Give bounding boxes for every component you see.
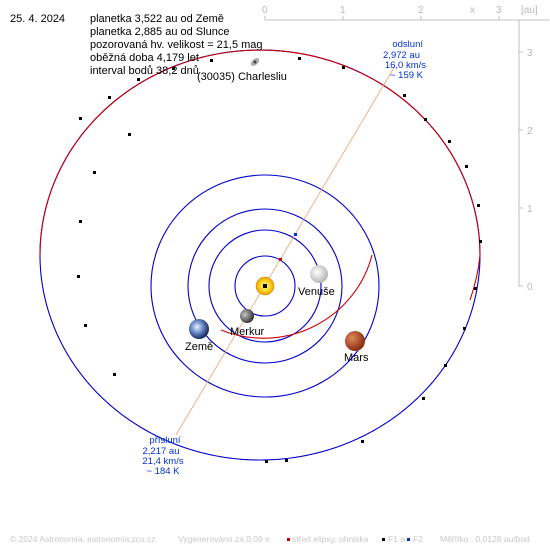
mercury-orbit <box>234 255 296 317</box>
top-tick-label: 2 <box>418 5 424 16</box>
apsis-line <box>175 65 396 436</box>
inner-red-arc <box>220 254 373 339</box>
right-tick-label: 3 <box>527 48 533 59</box>
info-line-sun-distance: planetka 2,885 au od Slunce <box>90 26 230 38</box>
orbit-dots <box>77 57 482 463</box>
earth-label: Země <box>185 341 213 353</box>
info-line-period: oběžná doba 4,179 let <box>90 52 199 64</box>
aphelion-speed: 16,0 km/s <box>385 60 426 71</box>
perihelion-speed: 21,4 km/s <box>142 456 183 467</box>
generated-time: Vygenerováno za 0,09 s <box>178 534 270 544</box>
perihelion-distance: 2,217 au <box>143 446 180 457</box>
aphelion-annotation: odsluní 2,972 au 16,0 km/s ~ 159 K <box>383 39 426 81</box>
sun <box>255 276 275 296</box>
perihelion-temperature: ~ 184 K <box>146 466 180 477</box>
perihelion-label: přísluní <box>149 435 181 446</box>
legend-center-foci: střed elipsy, ohniska <box>292 534 369 544</box>
mercury-label: Merkur <box>230 326 265 338</box>
ellipse-center-marker <box>294 233 297 236</box>
footer-legend-markers <box>287 538 410 541</box>
venus-label: Venuše <box>298 286 335 298</box>
info-line-earth-distance: planetka 3,522 au od Země <box>90 13 224 25</box>
close-button[interactable]: x <box>470 5 475 16</box>
scale-axes <box>264 16 549 287</box>
earth-planet <box>189 319 209 339</box>
earth-orbit <box>187 208 343 364</box>
focus-f2-marker <box>279 258 282 261</box>
aphelion-label: odsluní <box>392 39 423 50</box>
asteroid-name-label: (30035) Charlesliu <box>197 71 287 83</box>
copyright-link[interactable]: © 2024 Astronomia, astronomia.zcu.cz <box>10 534 156 544</box>
aphelion-distance: 2,972 au <box>383 50 420 61</box>
info-line-interval: interval bodů 38,2 dnů <box>90 65 199 77</box>
asteroid-orbit-blue-part <box>39 49 481 461</box>
top-tick-label: 1 <box>340 5 346 16</box>
unit-label: [au] <box>521 5 538 16</box>
asteroid-orbit-arc <box>39 49 481 301</box>
legend-f1: F1 a <box>388 534 406 544</box>
mars-label: Mars <box>344 352 369 364</box>
asteroid-marker <box>250 58 260 66</box>
venus-planet <box>310 265 328 283</box>
right-tick-label: 1 <box>527 204 533 215</box>
right-tick-label: 0 <box>527 282 533 293</box>
perihelion-annotation: přísluní 2,217 au 21,4 km/s ~ 184 K <box>142 435 183 477</box>
planet-orbits <box>39 49 481 461</box>
mercury-planet <box>240 309 254 323</box>
date-label: 25. 4. 2024 <box>10 13 66 25</box>
legend-f2: F2 <box>413 534 423 544</box>
info-line-magnitude: pozorovaná hv. velikost = 21,5 mag <box>90 39 263 51</box>
venus-orbit <box>208 229 322 343</box>
asteroid-orbit <box>39 49 481 339</box>
right-tick-label: 2 <box>527 126 533 137</box>
scale-readout: Měřítko : 0,0128 au/bod <box>440 534 530 544</box>
aphelion-temperature: ~ 159 K <box>390 70 424 81</box>
top-tick-label: 3 <box>496 5 502 16</box>
mars-orbit <box>150 174 380 398</box>
top-tick-label: 0 <box>262 5 268 16</box>
mars-planet <box>345 331 365 351</box>
